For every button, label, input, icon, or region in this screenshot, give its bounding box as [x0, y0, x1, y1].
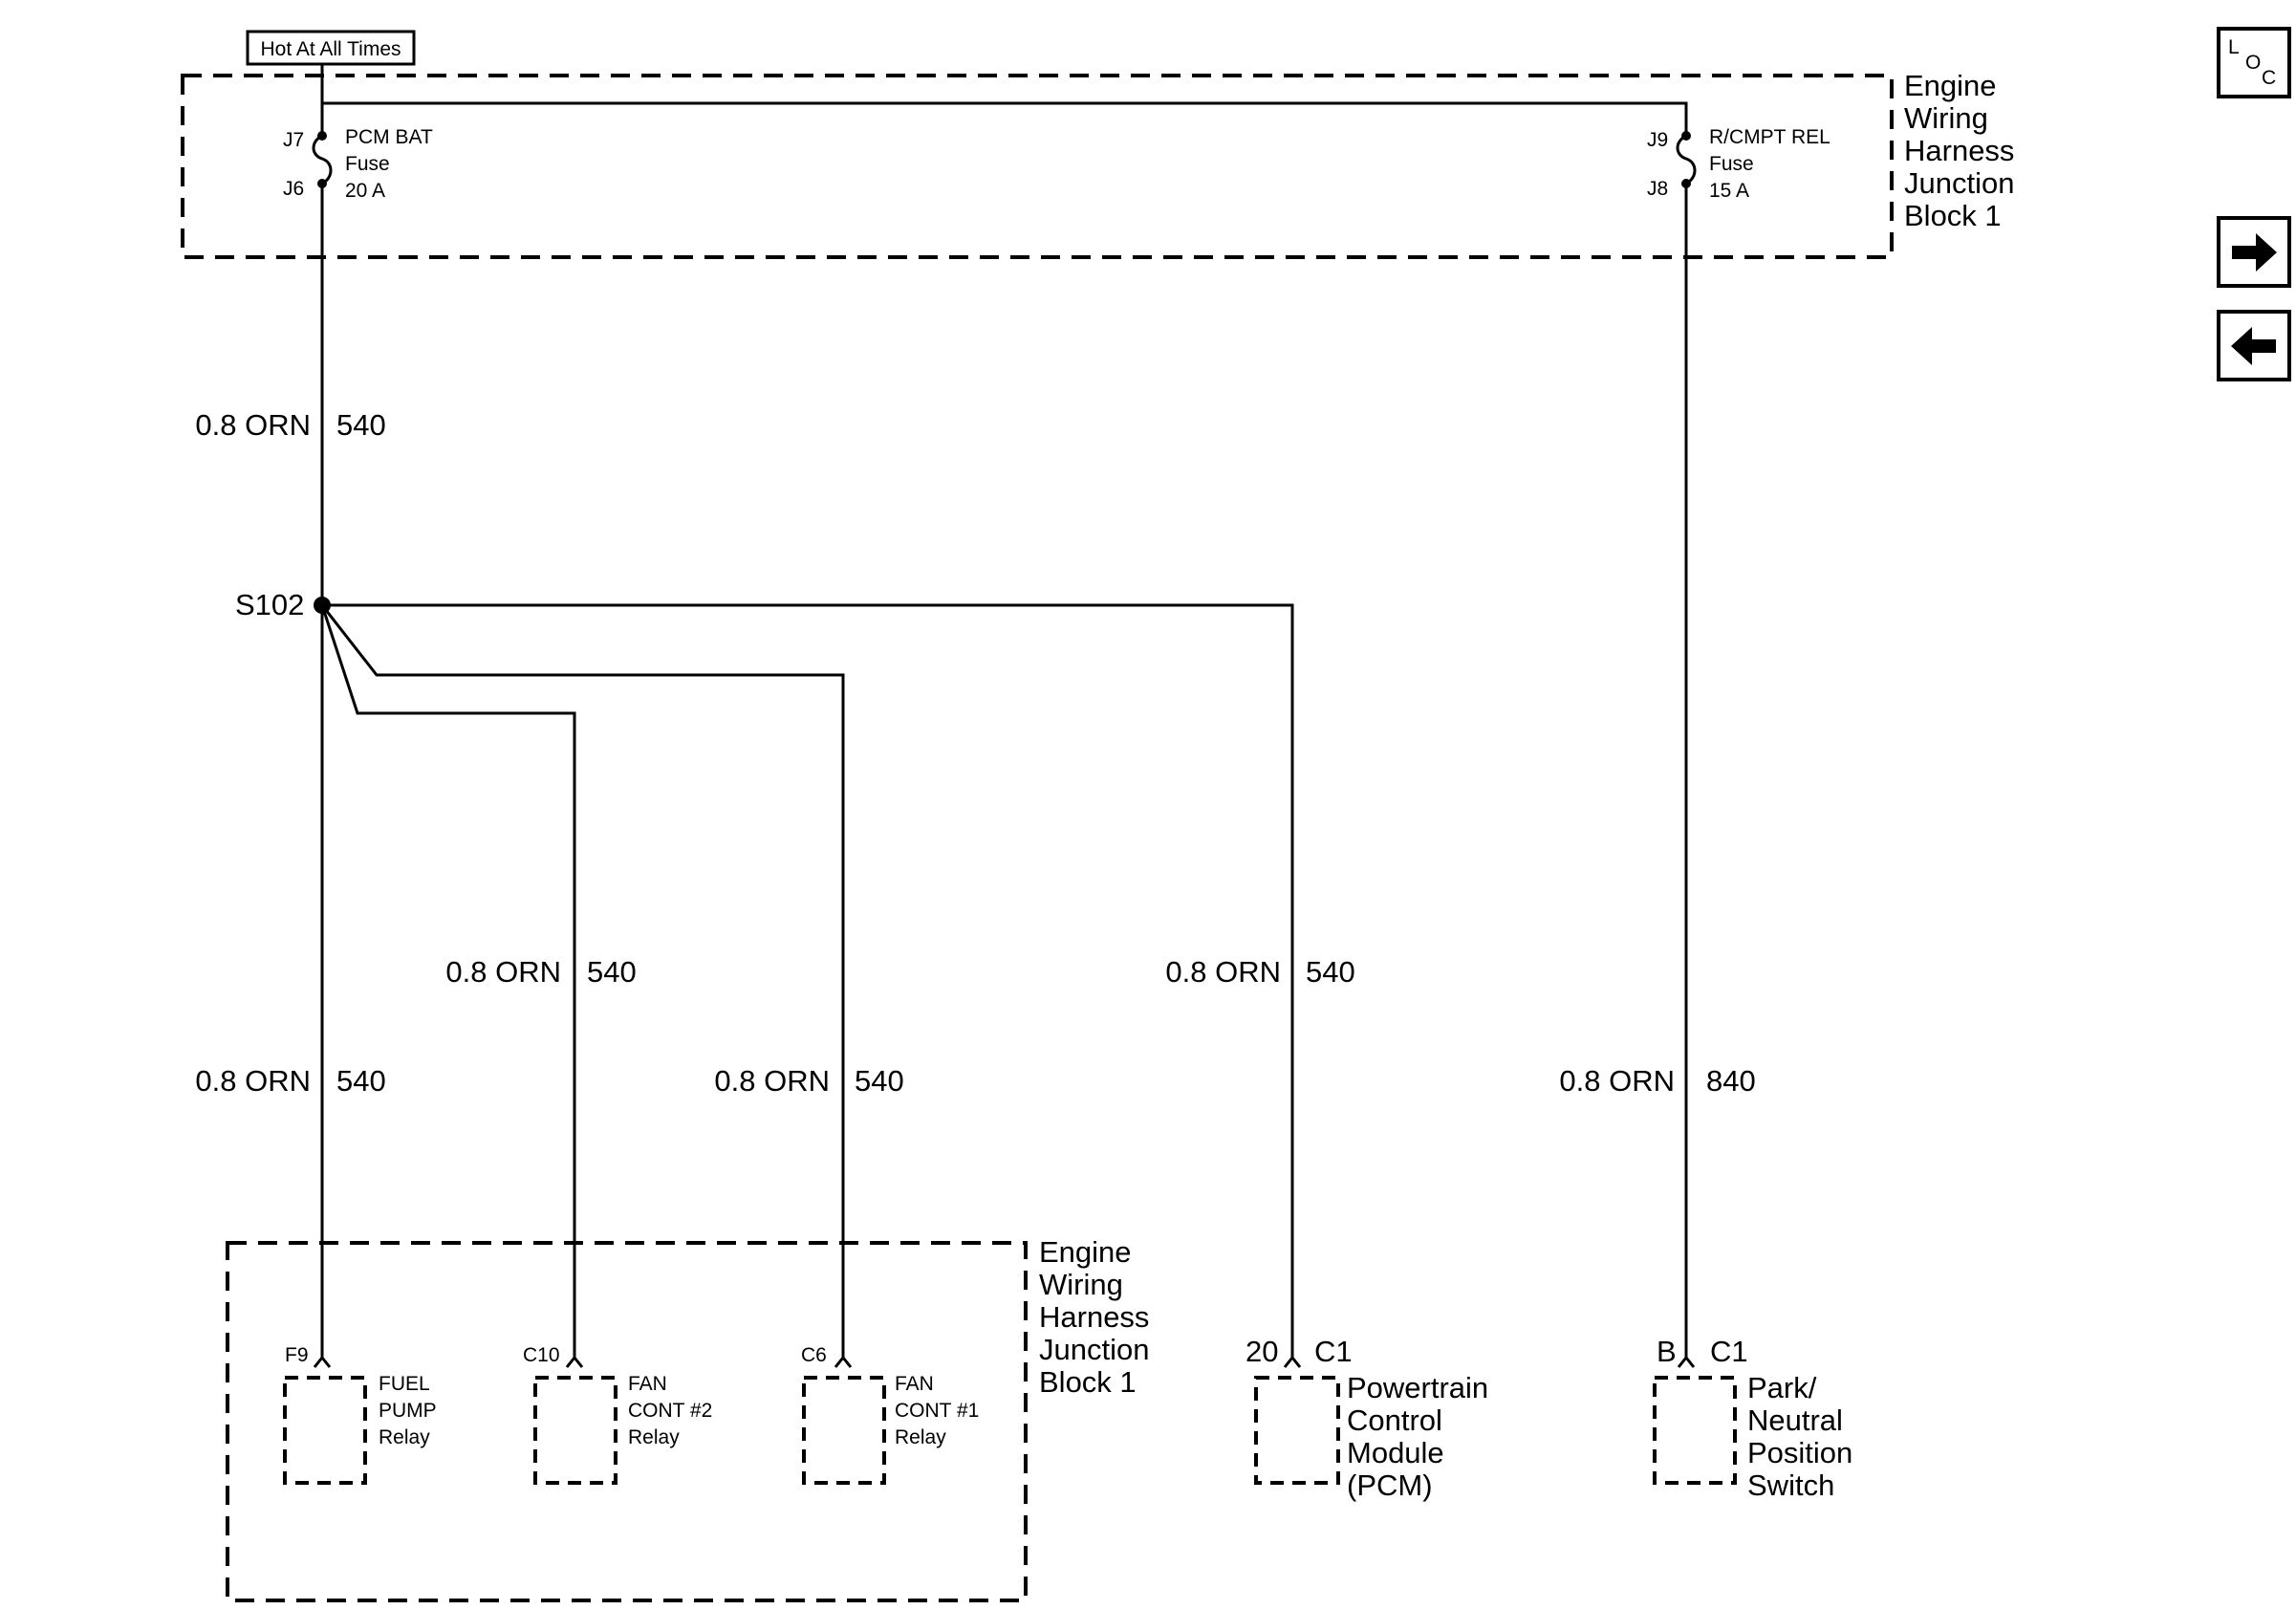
- wire-label-fan2: 0.8 ORN 540: [445, 955, 636, 989]
- svg-text:Neutral: Neutral: [1747, 1403, 1843, 1437]
- svg-text:PUMP: PUMP: [379, 1400, 437, 1422]
- svg-text:0.8 ORN: 0.8 ORN: [1559, 1064, 1675, 1098]
- location-icon: L O C: [2228, 36, 2276, 89]
- fuse-pcm-bat-rating: 20 A: [345, 180, 385, 202]
- fuse-pcm-bat-pin-in: J7: [283, 129, 304, 151]
- svg-text:Powertrain: Powertrain: [1347, 1371, 1488, 1404]
- wire-label-fan1: 0.8 ORN 540: [714, 1064, 903, 1098]
- pcm-module: 20 C1 Powertrain Control Module (PCM): [1245, 1335, 1488, 1502]
- svg-text:Harness: Harness: [1904, 134, 2014, 167]
- terminal-markers: [313, 1355, 1696, 1368]
- svg-text:540: 540: [587, 955, 637, 989]
- wire-540-fan1: [320, 604, 845, 1358]
- fuse-pcm-bat-pin-out: J6: [283, 178, 304, 200]
- svg-text:0.8 ORN: 0.8 ORN: [445, 955, 561, 989]
- svg-text:Relay: Relay: [628, 1426, 680, 1448]
- hot-label-box: [246, 30, 416, 66]
- svg-text:Park/: Park/: [1747, 1371, 1817, 1404]
- svg-text:Engine: Engine: [1039, 1235, 1132, 1269]
- svg-text:FAN: FAN: [628, 1373, 667, 1395]
- prev-button[interactable]: [2217, 310, 2291, 381]
- svg-text:Wiring: Wiring: [1039, 1268, 1123, 1301]
- svg-text:0.8 ORN: 0.8 ORN: [195, 1064, 311, 1098]
- svg-text:0.8 ORN: 0.8 ORN: [1165, 955, 1281, 989]
- svg-text:Module: Module: [1347, 1436, 1444, 1469]
- svg-text:Junction: Junction: [1039, 1333, 1149, 1366]
- pcm-connector: C1: [1314, 1335, 1353, 1368]
- svg-text:Switch: Switch: [1747, 1469, 1834, 1502]
- fan-cont-2-relay-pin: C10: [523, 1344, 560, 1366]
- svg-text:Junction: Junction: [1904, 166, 2014, 200]
- svg-text:Block 1: Block 1: [1039, 1365, 1137, 1399]
- svg-text:FAN: FAN: [895, 1373, 934, 1395]
- wire-label-pnp: 0.8 ORN 840: [1559, 1064, 1755, 1098]
- fuse-rcmpt-rel-kind: Fuse: [1709, 153, 1754, 175]
- wire-label-fuel: 0.8 ORN 540: [195, 1064, 385, 1098]
- fuse-rcmpt-rel-pin-in: J9: [1647, 129, 1668, 151]
- svg-text:Block 1: Block 1: [1904, 199, 2002, 232]
- fuse-rcmpt-rel-rating: 15 A: [1709, 180, 1749, 202]
- wire-540-pcm: [322, 603, 1294, 1358]
- hot-label: Hot At All Times: [260, 38, 401, 60]
- fuse-pcm-bat-kind: Fuse: [345, 153, 390, 175]
- wire-label-main: 0.8 ORN 540: [195, 408, 385, 442]
- svg-text:Engine: Engine: [1904, 69, 1997, 102]
- pcm-pin: 20: [1245, 1335, 1278, 1368]
- fuel-pump-relay: F9 FUEL PUMP Relay: [283, 1344, 437, 1485]
- svg-text:540: 540: [1306, 955, 1355, 989]
- svg-text:CONT #2: CONT #2: [628, 1400, 712, 1422]
- svg-text:540: 540: [855, 1064, 904, 1098]
- svg-text:C: C: [2262, 67, 2276, 89]
- fuse-pcm-bat: J7 J6 PCM BAT Fuse 20 A: [283, 103, 433, 202]
- svg-text:Relay: Relay: [895, 1426, 946, 1448]
- pnp-connector: C1: [1710, 1335, 1748, 1368]
- svg-text:Control: Control: [1347, 1403, 1442, 1437]
- svg-text:Harness: Harness: [1039, 1300, 1149, 1334]
- svg-text:Wiring: Wiring: [1904, 101, 1988, 135]
- svg-text:Position: Position: [1747, 1436, 1852, 1469]
- svg-text:0.8 ORN: 0.8 ORN: [195, 408, 311, 442]
- svg-text:540: 540: [336, 1064, 386, 1098]
- wire-label-pcm: 0.8 ORN 540: [1165, 955, 1354, 989]
- svg-text:840: 840: [1706, 1064, 1756, 1098]
- splice-s102-label: S102: [235, 588, 304, 621]
- fuse-rcmpt-rel-pin-out: J8: [1647, 178, 1668, 200]
- svg-text:Relay: Relay: [379, 1426, 430, 1448]
- next-button[interactable]: [2217, 216, 2291, 288]
- hot-bus-wire: [320, 64, 1688, 136]
- wire-540-fan2: [320, 604, 576, 1358]
- fuse-rcmpt-rel: J9 J8 R/CMPT REL Fuse 15 A: [1647, 126, 1830, 202]
- fuse-rcmpt-rel-name: R/CMPT REL: [1709, 126, 1830, 148]
- location-button[interactable]: L O C: [2217, 27, 2291, 98]
- fan-cont-2-relay: C10 FAN CONT #2 Relay: [523, 1344, 712, 1485]
- svg-text:540: 540: [336, 408, 386, 442]
- svg-text:L: L: [2228, 36, 2240, 58]
- svg-text:(PCM): (PCM): [1347, 1469, 1433, 1502]
- svg-text:O: O: [2245, 52, 2261, 74]
- arrow-left-icon: [2231, 327, 2276, 365]
- svg-text:FUEL: FUEL: [379, 1373, 430, 1395]
- svg-text:CONT #1: CONT #1: [895, 1400, 979, 1422]
- fuel-pump-relay-pin: F9: [285, 1344, 309, 1366]
- arrow-right-icon: [2232, 233, 2277, 272]
- top-junction-block-label: Engine Wiring Harness Junction Block 1: [1904, 69, 2014, 232]
- svg-text:0.8 ORN: 0.8 ORN: [714, 1064, 830, 1098]
- bottom-junction-block-label: Engine Wiring Harness Junction Block 1: [1039, 1235, 1149, 1399]
- pnp-switch: B C1 Park/ Neutral Position Switch: [1653, 1335, 1852, 1502]
- fan-cont-1-relay: C6 FAN CONT #1 Relay: [801, 1344, 979, 1485]
- fan-cont-1-relay-pin: C6: [801, 1344, 827, 1366]
- fuse-pcm-bat-name: PCM BAT: [345, 126, 433, 148]
- pnp-pin: B: [1657, 1335, 1677, 1368]
- bottom-junction-block: [226, 1241, 1028, 1602]
